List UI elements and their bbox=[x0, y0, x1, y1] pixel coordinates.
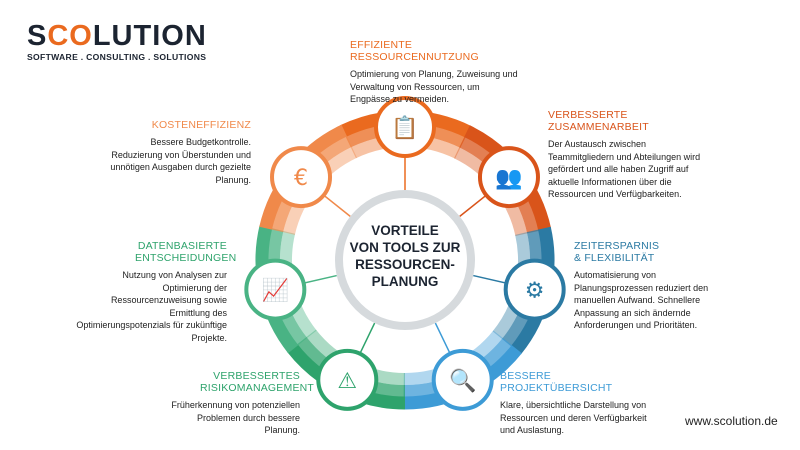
logo-tagline: SOFTWARE . CONSULTING . SOLUTIONS bbox=[27, 52, 207, 62]
benefit-text: Bessere Budgetkontrolle. Reduzierung von… bbox=[110, 137, 251, 185]
gear-clock-icon: ⚙ bbox=[525, 279, 545, 304]
benefit-text: Automatisierung von Planungsprozessen re… bbox=[574, 270, 709, 330]
center-title-line: PLANUNG bbox=[371, 274, 439, 289]
benefit-title: VERBESSERTES RISIKOMANAGEMENT bbox=[200, 370, 315, 394]
document-coins-icon: € bbox=[294, 166, 308, 191]
benefit-resource-usage: EFFIZIENTE RESSOURCENNUTZUNG Optimierung… bbox=[350, 39, 520, 106]
logo-text-accent: CO bbox=[47, 20, 93, 52]
benefit-text: Optimierung von Planung, Zuweisung und V… bbox=[350, 69, 518, 104]
benefit-title: EFFIZIENTE RESSOURCENNUTZUNG bbox=[350, 39, 479, 63]
scolution-logo: SCOLUTION SOFTWARE . CONSULTING . SOLUTI… bbox=[27, 20, 207, 63]
benefit-node bbox=[374, 96, 436, 158]
center-title-line: VON TOOLS ZUR bbox=[349, 240, 461, 255]
benefit-title: BESSERE PROJEKTÜBERSICHT bbox=[500, 370, 613, 394]
benefit-node bbox=[503, 258, 566, 321]
benefit-node bbox=[431, 348, 494, 411]
benefit-data-decisions: DATENBASIERTE ENTSCHEIDUNGEN Nutzung von… bbox=[75, 240, 237, 344]
benefit-title: ZEITERSPARNIS & FLEXIBILITÄT bbox=[574, 240, 660, 264]
clipboard-gear-icon: 📋 bbox=[391, 115, 418, 141]
benefit-node bbox=[316, 348, 379, 411]
benefit-time-saving: ZEITERSPARNIS & FLEXIBILITÄT Automatisie… bbox=[574, 240, 714, 332]
hands-warning-icon: ⚠ bbox=[337, 369, 357, 394]
website-link[interactable]: www.scolution.de bbox=[685, 414, 778, 428]
team-icon: 👥 bbox=[495, 166, 522, 191]
center-circle bbox=[335, 190, 475, 330]
chart-magnifier-icon: 🔍 bbox=[449, 366, 476, 394]
benefit-text: Klare, übersichtliche Darstellung von Re… bbox=[500, 400, 647, 435]
benefit-text: Nutzung von Analysen zur Optimierung der… bbox=[76, 270, 227, 343]
benefit-node bbox=[270, 146, 333, 209]
logo-text: S bbox=[27, 20, 48, 52]
benefit-project-overview: BESSERE PROJEKTÜBERSICHT Klare, übersich… bbox=[500, 370, 650, 437]
benefit-node bbox=[477, 146, 540, 209]
benefit-title: VERBESSERTE ZUSAMMENARBEIT bbox=[548, 109, 649, 133]
benefit-cost-efficiency: KOSTENEFFIZIENZ Bessere Budgetkontrolle.… bbox=[100, 119, 251, 186]
monitor-analytics-icon: 📈 bbox=[262, 278, 289, 304]
benefit-title: KOSTENEFFIZIENZ bbox=[151, 119, 251, 131]
benefit-node bbox=[244, 258, 307, 321]
center-title-line: VORTEILE bbox=[371, 223, 439, 238]
center-title-line: RESSOURCEN- bbox=[355, 257, 455, 272]
benefit-collaboration: VERBESSERTE ZUSAMMENARBEIT Der Austausch… bbox=[548, 109, 708, 201]
benefit-risk-management: VERBESSERTES RISIKOMANAGEMENT Früherkenn… bbox=[160, 370, 315, 437]
benefit-text: Der Austausch zwischen Teammitgliedern u… bbox=[548, 139, 701, 199]
benefit-text: Früherkennung von potenziellen Problemen… bbox=[171, 400, 300, 435]
benefit-title: DATENBASIERTE ENTSCHEIDUNGEN bbox=[135, 240, 237, 264]
logo-text: LUTION bbox=[92, 20, 207, 52]
center-title: VORTEILE VON TOOLS ZUR RESSOURCEN- PLANU… bbox=[330, 222, 480, 290]
